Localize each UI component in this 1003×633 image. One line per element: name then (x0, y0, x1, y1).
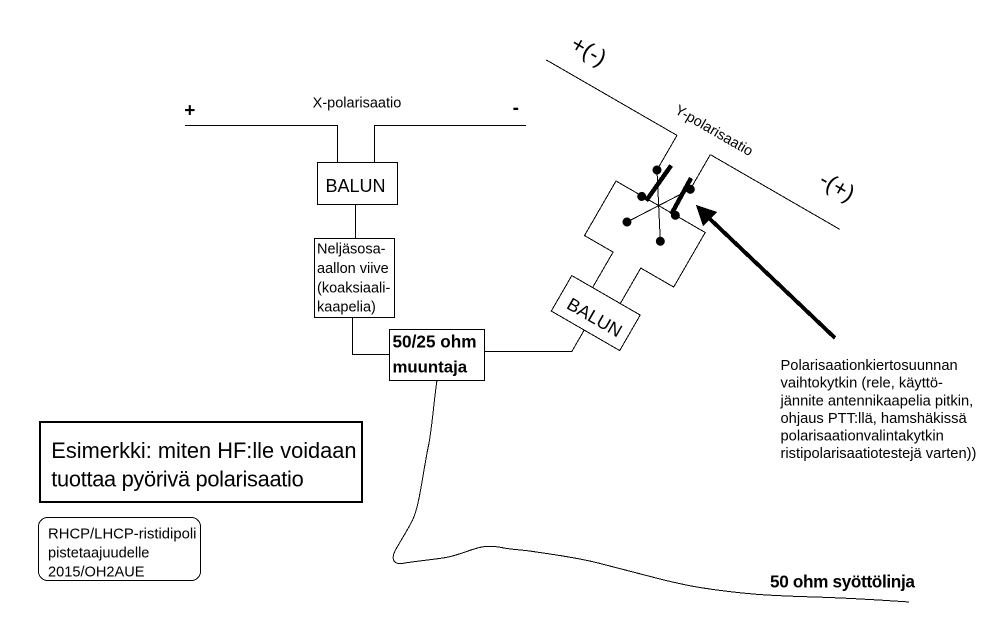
svg-text:vaihtokytkin (rele, käyttö-: vaihtokytkin (rele, käyttö- (781, 376, 944, 392)
svg-text:tuottaa pyörivä polarisaatio: tuottaa pyörivä polarisaatio (51, 467, 303, 492)
svg-text:BALUN: BALUN (325, 176, 385, 196)
svg-text:RHCP/LHCP-ristidipoli: RHCP/LHCP-ristidipoli (48, 527, 196, 543)
svg-text:pistetaajuudelle: pistetaajuudelle (48, 546, 149, 562)
svg-text:(koaksiaali-: (koaksiaali- (317, 280, 390, 296)
svg-text:50 ohm syöttölinja: 50 ohm syöttölinja (770, 572, 915, 592)
svg-text:Neljäsosa-: Neljäsosa- (317, 242, 386, 258)
svg-text:kaapelia): kaapelia) (317, 300, 376, 316)
svg-text:Esimerkki: miten HF:lle voidaa: Esimerkki: miten HF:lle voidaan (51, 438, 356, 463)
svg-text:-: - (513, 98, 519, 119)
svg-text:aallon viive: aallon viive (317, 261, 389, 277)
svg-text:Polarisaationkiertosuunnan: Polarisaationkiertosuunnan (781, 358, 958, 374)
svg-text:muuntaja: muuntaja (393, 358, 468, 377)
svg-text:+: + (184, 100, 195, 121)
svg-text:ohjaus PTT:llä, hamshäkissä: ohjaus PTT:llä, hamshäkissä (781, 411, 968, 427)
svg-text:2015/OH2AUE: 2015/OH2AUE (48, 564, 145, 580)
svg-text:polarisaationvalintakytkin: polarisaationvalintakytkin (781, 428, 944, 444)
svg-text:X-polarisaatio: X-polarisaatio (313, 96, 402, 112)
svg-text:jännite antennikaapelia pitkin: jännite antennikaapelia pitkin, (780, 393, 974, 409)
svg-text:ristipolarisaatiotestejä varte: ristipolarisaatiotestejä varten)) (781, 446, 977, 462)
svg-text:50/25 ohm: 50/25 ohm (393, 332, 477, 352)
